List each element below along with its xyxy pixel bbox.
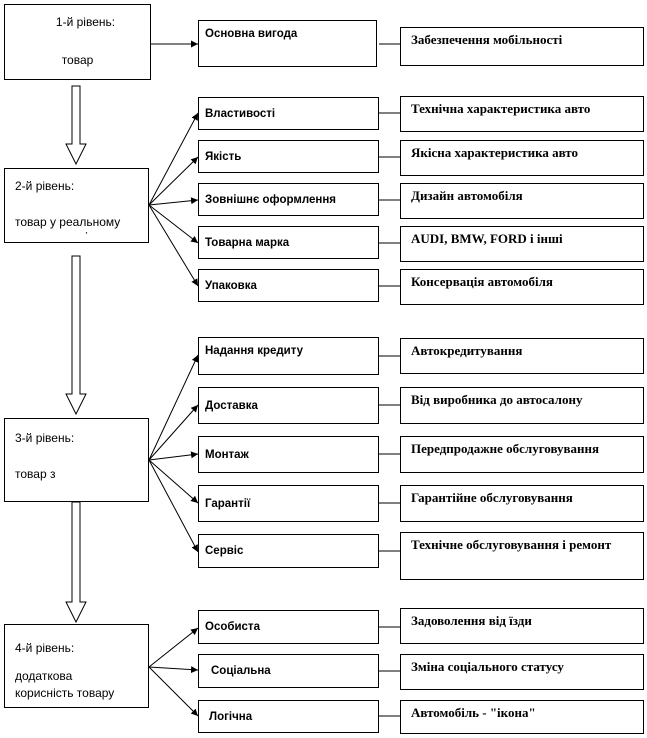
connector-arrow — [148, 666, 199, 674]
attribute-box-social: Соціальна — [198, 654, 379, 688]
connector-arrow — [148, 197, 199, 206]
value-box-car-design: Дизайн автомобіля — [400, 183, 644, 219]
value-box-manufacturer-to-showroom: Від виробника до автосалону — [400, 387, 644, 424]
value-label: Передпродажне обслуговування — [411, 441, 600, 456]
connector-arrow — [148, 459, 199, 504]
attribute-label: Якість — [205, 150, 242, 163]
level-1-title: 1-й рівень: — [55, 15, 116, 29]
connector-arrow — [148, 404, 199, 461]
value-label: Від виробника до автосалону — [411, 392, 583, 407]
value-label: Забезпечення мобільності — [411, 32, 563, 47]
value-box-conservation: Консервація автомобіля — [400, 269, 644, 305]
attribute-label: Основна вигода — [205, 28, 298, 40]
level-2-title: 2-й рівень: — [15, 179, 75, 193]
attribute-box-brand: Товарна марка — [198, 226, 379, 259]
level-3-desc: товар з — [15, 467, 56, 481]
level-3-title: 3-й рівень: — [15, 431, 75, 445]
connector-arrow — [148, 459, 199, 553]
value-box-mobility: Забезпечення мобільності — [400, 27, 644, 66]
attribute-box-packaging: Упаковка — [198, 269, 379, 302]
level-4-title: 4-й рівень: — [15, 641, 75, 655]
attribute-box-warranty: Гарантії — [198, 485, 379, 522]
level-transition-arrow — [65, 501, 87, 624]
attribute-box-credit: Надання кредиту — [198, 337, 379, 375]
value-box-quality-spec: Якісна характеристика авто — [400, 140, 644, 176]
attribute-label: Доставка — [205, 399, 258, 412]
level-transition-arrow — [65, 255, 87, 416]
attribute-label: Логічна — [209, 710, 253, 723]
attribute-label: Властивості — [205, 107, 276, 120]
value-label: Гарантійне обслуговування — [411, 490, 573, 505]
attribute-label: Гарантії — [205, 497, 251, 510]
attribute-box-service: Сервіс — [198, 534, 379, 568]
value-box-warranty-service: Гарантійне обслуговування — [400, 485, 644, 522]
value-box-autocredit: Автокредитування — [400, 338, 644, 374]
value-label: Автокредитування — [411, 343, 523, 358]
attribute-label: Упаковка — [205, 279, 257, 292]
attribute-label: Соціальна — [211, 665, 271, 677]
attribute-label: Товарна марка — [205, 236, 290, 249]
value-box-technical-spec: Технічна характеристика авто — [400, 96, 644, 132]
level-3-box: 3-й рівень: товар з — [4, 418, 149, 502]
value-label: Технічне обслуговування і ремонт — [411, 537, 612, 552]
value-box-driving-pleasure: Задоволення від їзди — [400, 608, 644, 644]
value-label: Якісна характеристика авто — [411, 145, 579, 160]
value-label: Дизайн автомобіля — [411, 188, 523, 203]
attribute-label: Особиста — [205, 621, 260, 633]
value-label: Задоволення від їзди — [411, 613, 532, 628]
attribute-label: Сервіс — [205, 545, 244, 557]
connector-arrow — [148, 204, 199, 287]
value-box-status-change: Зміна соціального статусу — [400, 654, 644, 690]
level-4-desc2: корисність товару — [15, 686, 115, 700]
attribute-box-design: Зовнішнє оформлення — [198, 183, 379, 216]
level-1-desc: товар — [61, 53, 94, 67]
value-box-presale-service: Передпродажне обслуговування — [400, 436, 644, 473]
connector-arrow — [148, 354, 199, 461]
connector-arrow — [148, 666, 199, 717]
value-box-brands: AUDI, BMW, FORD і інші — [400, 226, 644, 262]
value-box-maintenance-repair: Технічне обслуговування і ремонт — [400, 532, 644, 580]
value-label: Технічна характеристика авто — [411, 101, 591, 116]
value-label: Зміна соціального статусу — [411, 659, 564, 674]
attribute-box-installation: Монтаж — [198, 436, 379, 473]
connector-arrow — [148, 156, 199, 206]
attribute-label: Зовнішнє оформлення — [205, 193, 337, 206]
value-label: Автомобіль - "ікона" — [411, 705, 536, 720]
level-4-desc: додаткова — [15, 669, 73, 683]
attribute-box-delivery: Доставка — [198, 387, 379, 424]
level-2-desc: товар у реальному — [15, 215, 121, 229]
value-label: Консервація автомобіля — [411, 274, 553, 289]
connector-arrow — [148, 627, 199, 668]
attribute-label: Монтаж — [205, 448, 249, 461]
attribute-box-quality: Якість — [198, 140, 379, 173]
value-box-icon-car: Автомобіль - "ікона" — [400, 700, 644, 734]
level-4-box: 4-й рівень: додаткова корисність товару — [4, 624, 149, 708]
attribute-box-personal: Особиста — [198, 610, 379, 644]
connector-arrow — [148, 112, 199, 206]
level-2-box: 2-й рівень: товар у реальному · — [4, 168, 149, 243]
value-label: AUDI, BMW, FORD і інші — [411, 231, 563, 246]
connector-arrow — [148, 204, 199, 244]
attribute-box-main-benefit: Основна вигода — [198, 20, 377, 67]
attribute-box-properties: Властивості — [198, 97, 379, 130]
connector-arrow — [148, 451, 199, 461]
level-transition-arrow — [65, 85, 87, 166]
level-1-box: 1-й рівень: товар — [4, 4, 151, 80]
attribute-label: Надання кредиту — [205, 345, 304, 357]
level-2-extra: · — [84, 225, 89, 239]
attribute-box-logical: Логічна — [198, 700, 379, 733]
